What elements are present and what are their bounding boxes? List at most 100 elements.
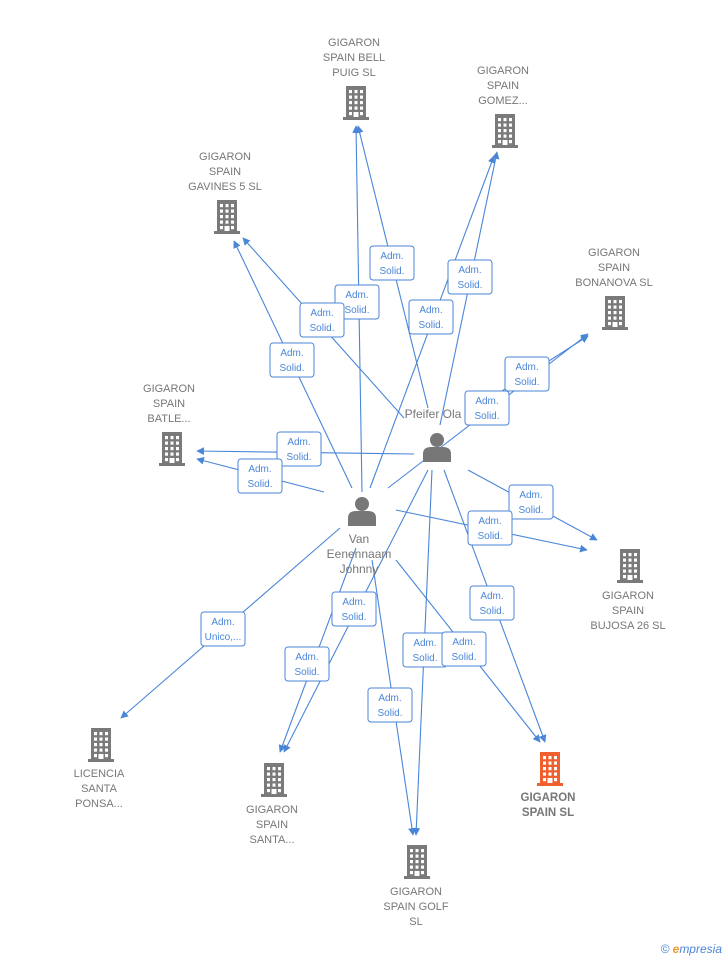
- building-icon: [617, 549, 643, 583]
- person-node-pfeifer[interactable]: Pfeifer Ola: [405, 407, 462, 462]
- building-icon: [343, 86, 369, 120]
- relation-text: Solid.: [379, 266, 404, 277]
- relation-text: Adm.: [310, 308, 333, 319]
- relation-box: [441, 631, 487, 667]
- person-label: Van: [349, 532, 369, 546]
- building-icon: [261, 763, 287, 797]
- company-label: SPAIN GOLF: [383, 901, 448, 913]
- relation-text: Solid.: [474, 411, 499, 422]
- relation-label-pfeifer-bell[interactable]: Adm. Solid.: [369, 245, 415, 281]
- relation-label-pfeifer-santa[interactable]: Adm.Solid.: [284, 646, 330, 682]
- relation-text: Adm.: [380, 251, 403, 262]
- company-node-golf[interactable]: GIGARON SPAIN GOLF SL: [383, 845, 449, 928]
- company-label: GIGARON: [143, 383, 195, 395]
- relation-label-pfeifer-spain[interactable]: Adm. Solid.: [469, 585, 515, 621]
- relation-label-van-gomez[interactable]: Adm.Solid.: [408, 299, 454, 335]
- company-label: BONANOVA SL: [575, 277, 652, 289]
- relation-text: Solid.: [477, 531, 502, 542]
- relation-box: [331, 591, 377, 627]
- relation-label-pfeifer-bonanova[interactable]: Adm.Solid.: [504, 356, 550, 392]
- relation-text: Solid.: [412, 653, 437, 664]
- person-icon: [348, 497, 376, 526]
- company-node-spain[interactable]: GIGARON SPAIN SL: [521, 752, 576, 819]
- relation-label-van-gavines[interactable]: Adm. Solid.: [269, 342, 315, 378]
- footer-brand[interactable]: ©empresia: [661, 942, 722, 956]
- relation-text: Unico,...: [205, 632, 242, 643]
- company-label: GIGARON: [328, 37, 380, 49]
- relation-text: Solid.: [286, 452, 311, 463]
- company-node-licencia[interactable]: LICENCIASANTAPONSA...: [74, 728, 125, 810]
- relation-box: [508, 484, 554, 520]
- relation-box: [237, 458, 283, 494]
- relation-label-van-spain[interactable]: Adm.Solid.: [441, 631, 487, 667]
- building-icon: [214, 200, 240, 234]
- relation-text: Adm.: [480, 591, 503, 602]
- relation-label-pfeifer-gomez[interactable]: Adm.Solid.: [447, 259, 493, 295]
- relation-box: [447, 259, 493, 295]
- company-node-santa[interactable]: GIGARON SPAIN SANTA...: [246, 763, 298, 846]
- company-label: SPAIN: [487, 80, 519, 92]
- company-label: SPAIN BELL: [323, 52, 385, 64]
- relation-label-van-golf[interactable]: Adm.Solid.: [367, 687, 413, 723]
- relation-label-pfeifer-bujosa[interactable]: Adm. Solid.: [508, 484, 554, 520]
- relation-label-pfeifer-golf[interactable]: Adm. Solid.: [402, 632, 448, 668]
- company-label: GIGARON: [390, 886, 442, 898]
- relation-text: Solid.: [279, 363, 304, 374]
- relation-text: Adm.: [345, 290, 368, 301]
- relation-label-pfeifer-gavines[interactable]: Adm. Solid.: [299, 302, 345, 338]
- relation-box: [369, 245, 415, 281]
- company-label: GIGARON: [521, 792, 576, 804]
- relation-text: Adm.: [248, 464, 271, 475]
- relation-box: [200, 611, 246, 647]
- relation-label-van-bonanova[interactable]: Adm. Solid.: [464, 390, 510, 426]
- company-label: SANTA...: [249, 834, 294, 846]
- relation-text: Adm.: [413, 638, 436, 649]
- company-node-bell[interactable]: GIGARON SPAIN BELL PUIG SL: [323, 37, 385, 120]
- company-label: GIGARON: [477, 65, 529, 77]
- relation-text: Adm.: [458, 265, 481, 276]
- building-icon: [537, 752, 563, 786]
- relation-label-van-bujosa[interactable]: Adm.Solid.: [467, 510, 513, 546]
- relation-text: Adm.: [280, 348, 303, 359]
- company-label: GAVINES 5 SL: [188, 181, 262, 193]
- company-label: PUIG SL: [332, 67, 375, 79]
- relation-box: [276, 431, 322, 467]
- relation-text: Adm.: [515, 362, 538, 373]
- company-node-batle[interactable]: GIGARONSPAINBATLE...: [143, 383, 195, 466]
- company-label: BATLE...: [147, 413, 190, 425]
- relation-text: Solid.: [309, 323, 334, 334]
- relation-box: [408, 299, 454, 335]
- relation-text: Adm.: [519, 490, 542, 501]
- relation-label-van-santa[interactable]: Adm.Solid.: [331, 591, 377, 627]
- company-label: SPAIN: [256, 819, 288, 831]
- company-label: GIGARON: [246, 804, 298, 816]
- relation-text: Solid.: [377, 708, 402, 719]
- relation-label-van-licencia[interactable]: Adm.Unico,...: [200, 611, 246, 647]
- relation-box: [299, 302, 345, 338]
- relation-box: [467, 510, 513, 546]
- relation-text: Solid.: [451, 652, 476, 663]
- relation-text: Adm.: [475, 396, 498, 407]
- building-icon: [159, 432, 185, 466]
- relation-label-van-bell[interactable]: Adm.Solid.: [334, 284, 380, 320]
- relation-box: [284, 646, 330, 682]
- relation-box: [367, 687, 413, 723]
- relation-label-van-batle[interactable]: Adm.Solid.: [237, 458, 283, 494]
- relation-text: Solid.: [479, 606, 504, 617]
- brand-name: mpresia: [679, 942, 722, 956]
- company-node-gomez[interactable]: GIGARONSPAINGOMEZ...: [477, 65, 529, 148]
- relation-box: [269, 342, 315, 378]
- company-label: LICENCIA: [74, 768, 125, 780]
- relation-text: Solid.: [518, 505, 543, 516]
- relation-label-pfeifer-batle[interactable]: Adm.Solid.: [276, 431, 322, 467]
- company-label: SL: [409, 916, 422, 928]
- company-label: SPAIN SL: [522, 807, 574, 819]
- company-label: SPAIN: [598, 262, 630, 274]
- company-label: SPAIN: [209, 166, 241, 178]
